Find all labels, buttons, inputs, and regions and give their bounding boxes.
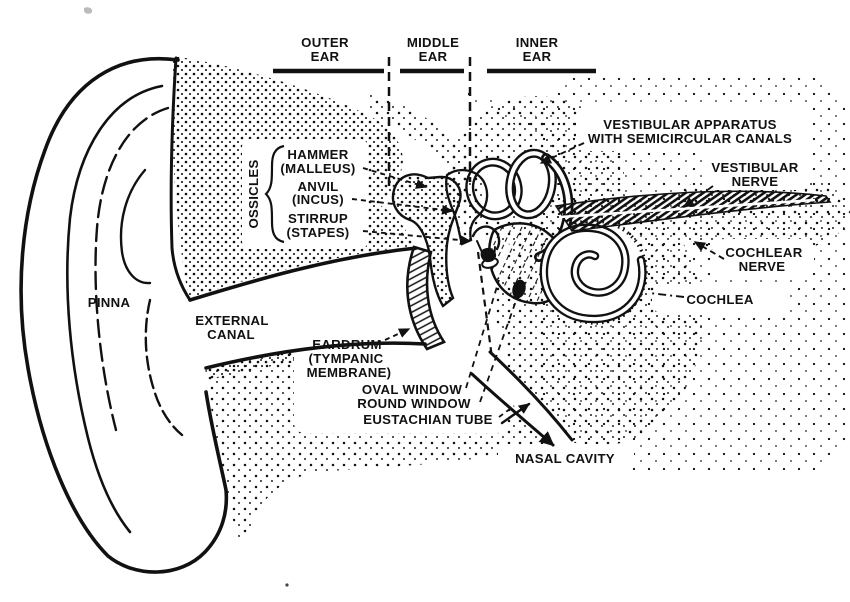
vestibulocochlear-nerve-band (554, 190, 832, 232)
eardrum-label-line2: (TYMPANIC (309, 351, 384, 366)
vestibular-nerve-label-line2: NERVE (732, 174, 779, 189)
leader-lines (351, 142, 725, 418)
vestibular-nerve-label-line1: VESTIBULAR (711, 160, 798, 175)
middle-ear-label-line1: MIDDLE (407, 35, 459, 50)
leader-vestibular-nerve (682, 185, 714, 208)
tube-upper-wall (488, 350, 574, 442)
oval-window-label: OVAL WINDOW (362, 382, 462, 397)
pinna-fold-2 (94, 106, 170, 432)
part-labels: PINNA EXTERNAL CANAL EARDRUM (TYMPANIC M… (88, 117, 803, 466)
cochlea-drawing (539, 219, 648, 325)
external-canal-label-line1: EXTERNAL (195, 313, 268, 328)
leader-cochlea (648, 292, 685, 298)
malleus-label: (MALLEUS) (280, 161, 355, 176)
eardrum-shape (406, 245, 446, 351)
leader-oval-window (465, 279, 500, 389)
label-clearings (190, 107, 814, 470)
nerve-bundle (554, 190, 832, 232)
ossicles-group-label: OSSICLES (246, 159, 261, 228)
stray-smudge (84, 7, 93, 14)
region-labels: OUTER EAR MIDDLE EAR INNER EAR (301, 35, 558, 64)
pinna-concha-fold (119, 168, 152, 285)
inner-ear-label-line2: EAR (523, 49, 552, 64)
eustachian-tube-drawing (470, 350, 574, 447)
inner-ear-label-line1: INNER (516, 35, 559, 50)
leader-anvil (351, 198, 454, 215)
leader-round-window (479, 297, 518, 403)
stray-dot (285, 583, 289, 587)
stapes-label: (STAPES) (287, 225, 350, 240)
hammer-label: HAMMER (287, 147, 348, 162)
leader-eustachian (498, 405, 515, 418)
pinna-label: PINNA (88, 295, 131, 310)
outer-ear-label-line1: OUTER (301, 35, 349, 50)
middle-ear-boundary (476, 251, 494, 359)
eustachian-channel (472, 352, 572, 445)
cochlea-label: COCHLEA (686, 292, 753, 307)
pinna-outline (19, 56, 229, 574)
outer-ear-label-line2: EAR (311, 49, 340, 64)
external-canal-label-line2: CANAL (207, 327, 255, 342)
vestibular-apparatus-label-line2: WITH SEMICIRCULAR CANALS (588, 131, 792, 146)
stipple-upper-mid (370, 94, 468, 184)
external-canal-channel (190, 248, 425, 368)
region-dividers (273, 57, 596, 190)
external-canal-walls (188, 246, 427, 370)
nasal-cavity-label: NASAL CAVITY (515, 451, 615, 466)
ossicle-labels: OSSICLES HAMMER (MALLEUS) ANVIL (INCUS) … (246, 147, 355, 240)
leader-hammer (362, 167, 428, 189)
round-window (512, 279, 526, 299)
eustachian-tube-label: EUSTACHIAN TUBE (363, 412, 493, 427)
pinna-tragus-fold (144, 298, 184, 437)
leader-cochlear-nerve (693, 241, 725, 260)
canal-upper-wall (188, 246, 418, 302)
leader-eardrum (384, 328, 411, 341)
middle-ear-label-line2: EAR (419, 49, 448, 64)
anvil-label: ANVIL (297, 179, 338, 194)
pinna-drawing (19, 56, 229, 574)
round-window-label: ROUND WINDOW (357, 396, 471, 411)
canal-lower-wall (204, 341, 427, 370)
cochlear-nerve-label-line1: COCHLEAR (725, 245, 802, 260)
tube-flow-arrow (500, 402, 531, 425)
tube-lower-wall (470, 372, 555, 447)
pinna-fold-1 (66, 84, 164, 534)
incus-shape (445, 168, 489, 246)
leader-vestibular-apparatus (539, 142, 585, 164)
cochlear-nerve-label-line2: NERVE (739, 259, 786, 274)
incus-label: (INCUS) (292, 192, 344, 207)
pinna-right-edge (169, 56, 192, 302)
stirrup-label: STIRRUP (288, 211, 348, 226)
stapes-shape (471, 225, 501, 269)
ossicles-brace (264, 144, 285, 244)
eardrum-label-line1: EARDRUM (312, 337, 382, 352)
eardrum-label-line3: MEMBRANE) (307, 365, 392, 380)
vestibular-apparatus-label-line1: VESTIBULAR APPARATUS (603, 117, 777, 132)
